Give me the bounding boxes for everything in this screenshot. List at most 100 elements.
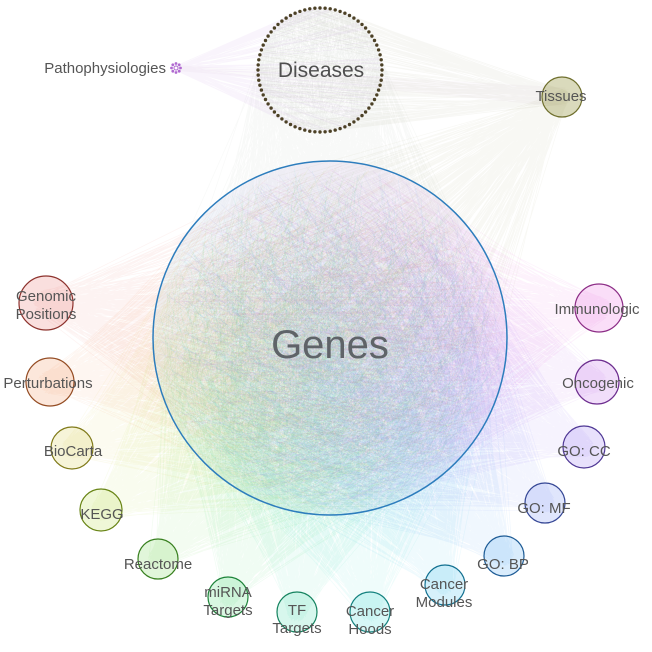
disease-dot [298,126,302,131]
disease-dot [343,125,347,129]
disease-dot [269,106,273,110]
disease-dot [380,68,384,72]
disease-dot [379,58,383,62]
mirna-targets-node[interactable] [207,576,249,618]
kegg-label: KEGG [80,506,123,523]
disease-dot [280,117,284,121]
tf-targets-node[interactable] [276,591,318,633]
disease-dot [313,6,317,10]
disease-dot [328,7,332,11]
pathophysiologies-center-dot [173,65,179,71]
disease-dot [257,78,261,82]
disease-dot [288,122,293,127]
disease-dot [288,13,293,18]
disease-dot [293,11,297,15]
immunologic-label: Immunologic [554,301,640,318]
disease-dot [347,13,352,18]
disease-dot [380,73,384,77]
disease-dot [261,43,265,47]
perturbations-label: Perturbations [3,375,92,392]
disease-dot [370,102,374,106]
pathophysiologies-dot [174,71,178,74]
disease-dot [284,16,288,20]
biocarta-node[interactable] [50,426,94,470]
disease-dot [376,48,381,52]
disease-dot [333,8,337,12]
disease-dot [280,19,284,23]
disease-dot [256,63,260,67]
disease-dot [379,78,383,82]
oncogenic-node[interactable] [574,359,620,405]
kegg-node[interactable] [79,488,123,532]
genes-label: Genes [271,323,389,367]
pathophysiologies-dot [174,62,178,65]
genes-node[interactable] [152,160,508,516]
disease-dot [256,73,260,77]
disease-dot [363,26,368,30]
disease-dot [356,19,360,23]
pathophysiologies-dot [171,69,175,73]
go-mf-label: GO: MF [517,500,570,517]
disease-dot [378,83,382,87]
disease-dot [276,22,280,27]
disease-dot [352,120,356,124]
perturbations-node[interactable] [25,357,75,407]
disease-dot [376,88,381,92]
go-cc-node[interactable] [562,425,606,469]
disease-dot [258,53,262,57]
disease-dot [378,53,382,57]
pathophysiologies-dot [177,69,181,73]
disease-dot [303,8,307,12]
disease-dot [313,130,317,134]
oncogenic-label: Oncogenic [562,375,634,392]
pathophysiologies-dot [179,66,182,70]
disease-dot [272,26,277,30]
diseases-label: Diseases [278,59,364,82]
disease-dot [375,43,379,47]
tissues-label: Tissues [535,88,586,105]
disease-dot [261,93,265,97]
disease-dot [259,88,264,92]
go-bp-node[interactable] [483,535,525,577]
diseases-internal-edges [259,9,381,131]
go-mf-node[interactable] [524,482,566,524]
cancer-hoods-node[interactable] [349,591,391,633]
disease-dot [266,102,270,106]
go-cc-label: GO: CC [557,443,611,460]
disease-dot [258,83,262,87]
disease-dot [284,120,288,124]
disease-dot [263,38,268,43]
reactome-node[interactable] [137,538,179,580]
pathophysiologies-node[interactable] [170,62,182,74]
disease-dot [352,16,356,20]
disease-dot [375,93,379,97]
immunologic-node[interactable] [574,283,624,333]
disease-dot [367,106,371,110]
reactome-label: Reactome [124,556,192,573]
edge-bundle-pathophysiologies-tissues [173,64,572,107]
go-bp-label: GO: BP [477,556,529,573]
disease-dot [257,58,261,62]
diseases-node[interactable] [256,6,384,134]
disease-dot [323,130,327,134]
edge-bundle-pathophysiologies-diseases [173,7,383,133]
disease-dot [318,6,322,10]
disease-dot [293,125,297,129]
disease-dot [256,68,260,72]
disease-dot [343,11,347,15]
pathophysiologies-label: Pathophysiologies [44,60,166,77]
disease-dot [266,34,270,38]
disease-dot [272,110,277,114]
disease-dot [380,63,384,67]
disease-dot [308,7,312,11]
disease-dot [372,38,377,43]
tissues-node[interactable] [541,76,583,118]
cancer-modules-node[interactable] [424,564,466,606]
genomic-positions-node[interactable] [18,275,74,331]
disease-dot [333,128,337,132]
disease-dot [318,130,322,134]
